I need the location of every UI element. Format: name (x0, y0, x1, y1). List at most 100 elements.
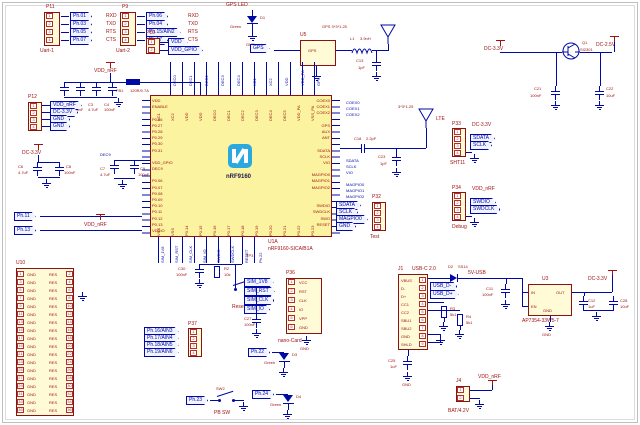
pin-name: VPP (299, 316, 308, 321)
pin-number: 3 (374, 217, 381, 223)
wire (114, 178, 135, 179)
ic-body[interactable] (150, 95, 332, 237)
pmos-transistor-icon[interactable] (562, 42, 580, 60)
led-icon[interactable] (279, 353, 289, 360)
net-port[interactable]: SIM_RST (244, 287, 275, 296)
ic-pin-name: P0.10 (152, 203, 163, 209)
led-icon[interactable] (283, 395, 293, 402)
capacitor-icon[interactable] (92, 82, 101, 96)
ic-pin-name: P0.22 (296, 225, 301, 236)
capacitor-icon[interactable] (372, 57, 381, 71)
ic-pin-name: P0.06 (152, 178, 163, 184)
gnd-symbol (545, 322, 554, 331)
diode-icon[interactable] (450, 274, 457, 282)
connector-body[interactable] (452, 128, 466, 157)
net-port[interactable]: GND (336, 222, 356, 231)
capacitor-icon[interactable] (108, 82, 117, 96)
gnd-symbol (283, 410, 292, 419)
net-port[interactable]: USB_D+ (430, 290, 459, 299)
pin-number: 1 (30, 103, 37, 109)
pin-row: SBU1 6 (398, 316, 428, 324)
net-port[interactable]: Ph.22 (248, 348, 270, 357)
lte-antenna-icon[interactable] (418, 108, 434, 128)
pin-number: 1 (419, 277, 426, 283)
wire (137, 24, 145, 25)
capacitor-icon[interactable] (76, 82, 85, 96)
net-port[interactable]: SIM_CLK (244, 296, 274, 305)
pin-number: 2 (30, 110, 37, 116)
regulator-body[interactable] (528, 284, 572, 316)
pin-rows: SDATA 1 SCLK 2 MAGPIO0 3 GND 4 (336, 202, 388, 230)
capacitor-icon[interactable] (130, 160, 139, 174)
capacitor-icon[interactable] (252, 314, 261, 328)
nordic-logo-icon (228, 144, 252, 168)
pin-name: D- (401, 286, 406, 291)
capacitor-icon[interactable] (195, 264, 204, 278)
pin-number: 4 (30, 124, 37, 130)
capacitor-icon[interactable] (60, 82, 69, 96)
pin-number: 3 (454, 143, 461, 149)
ic-pin-name: DEC4 (268, 110, 273, 121)
net-port[interactable]: Ph.13 (14, 226, 36, 235)
resistor-icon[interactable] (214, 266, 220, 278)
connector-body[interactable] (372, 202, 386, 231)
resistor-icon[interactable] (441, 306, 447, 318)
connector-body[interactable] (28, 102, 42, 131)
net-port[interactable]: SCLK (470, 141, 492, 150)
capacitor-icon[interactable] (403, 356, 412, 370)
capacitor-icon[interactable] (595, 86, 604, 100)
capacitor-icon[interactable] (579, 296, 588, 310)
pin-name: VCC (299, 280, 308, 285)
pin-number: 29 (17, 383, 24, 389)
net-port[interactable]: SWDCLK (470, 205, 500, 214)
net-port[interactable]: USB_D- (430, 282, 457, 291)
net-port[interactable]: Ph.11 (14, 212, 36, 221)
pin-name: GND (27, 408, 36, 413)
gps-antenna-icon[interactable] (380, 24, 396, 44)
resistor-icon[interactable] (457, 314, 463, 326)
wire (428, 342, 440, 343)
ref-designator: D1 (260, 15, 266, 20)
net-port[interactable]: Ph.23 (186, 396, 208, 405)
gnd-symbol (470, 154, 479, 163)
capacitor-icon[interactable] (609, 296, 618, 310)
capacitor-icon[interactable] (551, 86, 560, 100)
capacitor-icon[interactable] (110, 160, 119, 174)
wire (372, 50, 388, 51)
value-label: 10uF (606, 93, 616, 98)
connector-body[interactable] (452, 192, 466, 221)
net-port[interactable]: SIM_1V8 (244, 278, 274, 287)
value-label: 100nF (244, 322, 256, 327)
capacitor-icon[interactable] (392, 152, 401, 166)
pin-number: 24 (66, 359, 73, 365)
capacitor-icon[interactable] (55, 162, 64, 176)
led-icon[interactable] (247, 16, 257, 23)
pin-number: 10 (66, 303, 73, 309)
capacitor-icon[interactable] (356, 144, 370, 153)
net-port[interactable]: VDD_GPIO (168, 46, 203, 55)
ic-pin-name: P0.26 (152, 116, 163, 122)
pin-name: GND (27, 328, 36, 333)
connector-body[interactable] (16, 268, 74, 416)
value-label: 120R/0.7A (130, 88, 149, 93)
net-port[interactable]: Ph.24 (252, 390, 274, 399)
connector-body[interactable] (188, 328, 202, 357)
ferrite-bead-icon[interactable] (126, 79, 140, 85)
pin-number: 2 (46, 21, 53, 27)
pin-row: GND 8 (398, 332, 428, 340)
inductor-icon[interactable] (351, 45, 373, 55)
vdd-nrf-label: VDD_nRF (478, 374, 501, 380)
pin-number: 2 (454, 200, 461, 206)
pin-number: 2 (148, 47, 155, 53)
capacitor-icon[interactable] (33, 162, 42, 176)
capacitor-icon[interactable] (501, 284, 510, 298)
net-port[interactable]: GND (50, 122, 70, 131)
wire (42, 119, 50, 120)
gps-net-port[interactable]: GPS (250, 44, 270, 53)
ic-pin-name: VDD_PA (296, 105, 301, 121)
net-port[interactable]: Ph.07 (70, 36, 92, 45)
pin-number: 2 (288, 288, 295, 294)
net-port[interactable]: Ph.19/AIN6 (144, 348, 179, 357)
gnd-symbol (195, 279, 204, 288)
